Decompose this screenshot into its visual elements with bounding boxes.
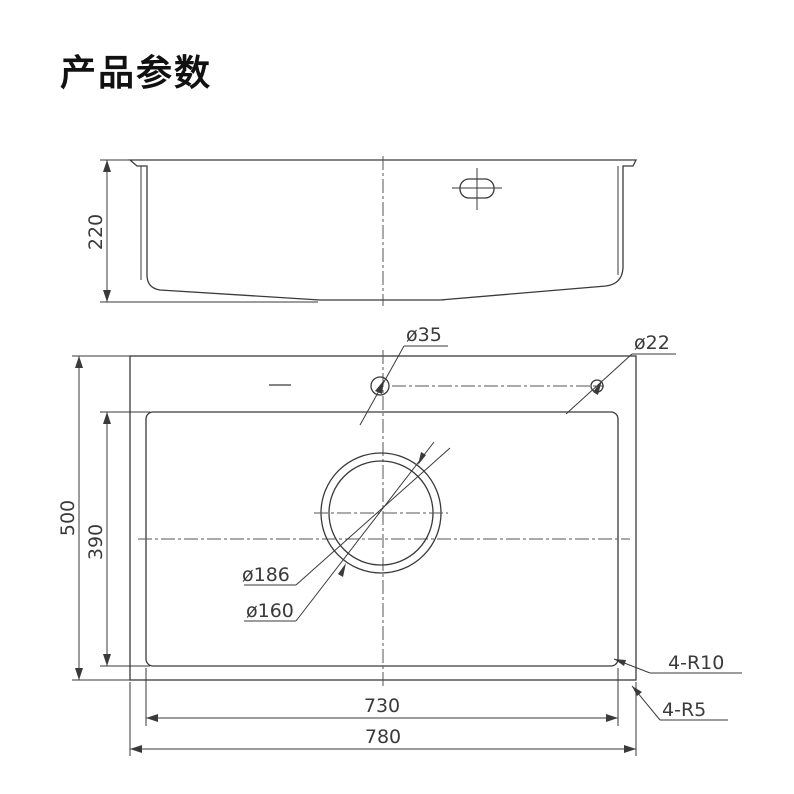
inner-height-label: 390	[85, 524, 107, 560]
outer-width-label: 780	[365, 726, 401, 748]
dimension-inner-height: 390	[85, 411, 150, 667]
dimension-drain: ø186 ø160	[242, 441, 451, 622]
dimension-outer-height: 500	[57, 355, 132, 681]
side-height-label: 220	[85, 214, 107, 250]
drain-outer-label: ø186	[242, 564, 290, 586]
corner-outer-label: 4-R5	[662, 699, 706, 721]
drain	[314, 452, 448, 574]
hole-small-label: ø22	[634, 332, 670, 354]
dimension-outer-width: 780	[129, 682, 637, 756]
faucet-hole-large	[370, 376, 604, 396]
inner-width-label: 730	[364, 695, 400, 717]
corner-inner-label: 4-R10	[668, 652, 724, 674]
sink-side-view	[128, 156, 638, 306]
hole-large-label: ø35	[406, 324, 442, 346]
outer-height-label: 500	[57, 500, 79, 536]
sink-top-view	[129, 350, 637, 688]
dimension-side-height: 220	[85, 159, 318, 303]
dimension-corners: 4-R10 4-R5	[613, 652, 742, 721]
drain-inner-label: ø160	[246, 600, 294, 622]
page-title: 产品参数	[60, 53, 213, 94]
dimension-hole-small: ø22	[565, 332, 676, 415]
dimension-inner-width: 730	[145, 668, 619, 726]
dimension-hole-large: ø35	[359, 324, 448, 426]
